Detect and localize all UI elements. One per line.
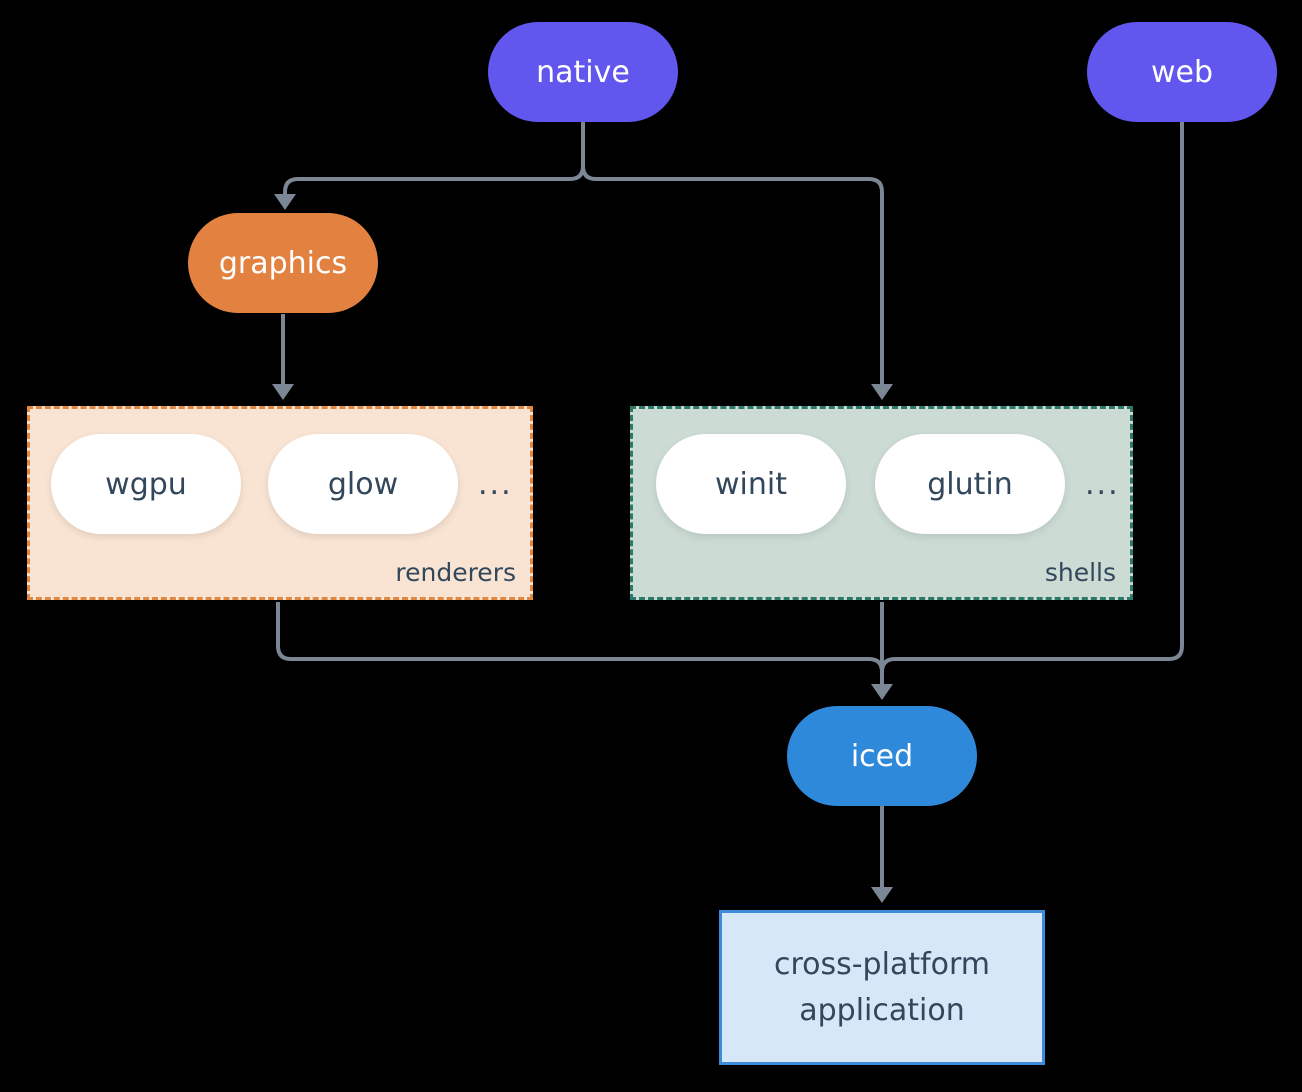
arrowhead-renderers [272, 384, 294, 400]
node-glow-label: glow [327, 466, 399, 502]
renderers-ellipsis: ... [478, 466, 513, 502]
node-application-label-line1: cross-platform [773, 946, 991, 982]
shells-ellipsis: ... [1085, 466, 1120, 502]
group-renderers-label: renderers [395, 558, 516, 587]
node-wgpu: wgpu [51, 434, 241, 534]
edge-renderers-iced [276, 602, 884, 673]
arrowhead-graphics [274, 194, 296, 210]
node-application: cross-platform application [719, 910, 1045, 1065]
node-application-label-line2: application [799, 992, 965, 1028]
group-shells-label: shells [1044, 558, 1116, 587]
node-glutin: glutin [875, 434, 1065, 534]
node-native-label: native [536, 54, 630, 90]
node-graphics-label: graphics [218, 245, 348, 281]
group-shells: winit glutin ... shells [630, 406, 1133, 600]
node-winit-label: winit [715, 466, 787, 502]
node-winit: winit [656, 434, 846, 534]
arrowhead-application [871, 887, 893, 903]
arrowhead-shells [871, 384, 893, 400]
node-web: web [1087, 22, 1277, 122]
node-iced-label: iced [850, 738, 914, 774]
edge-native-graphics [283, 122, 585, 195]
arrowhead-iced [871, 684, 893, 700]
edge-native-shells [581, 122, 884, 386]
node-wgpu-label: wgpu [105, 466, 187, 502]
group-renderers: wgpu glow ... renderers [27, 406, 533, 600]
node-graphics: graphics [188, 213, 378, 313]
node-iced: iced [787, 706, 977, 806]
node-web-label: web [1150, 54, 1214, 90]
node-native: native [488, 22, 678, 122]
node-glutin-label: glutin [927, 466, 1013, 502]
node-glow: glow [268, 434, 458, 534]
